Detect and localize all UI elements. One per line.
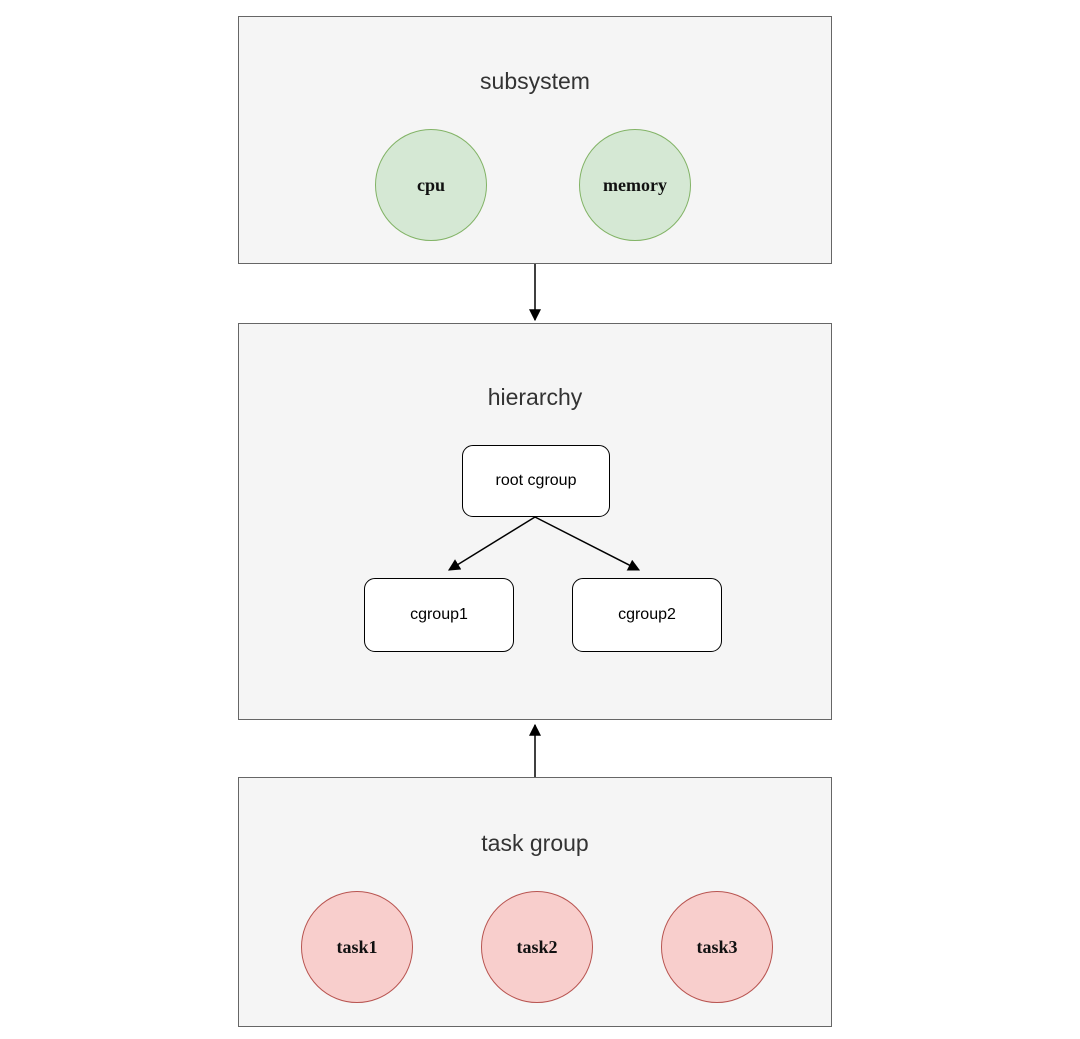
task1-node: task1 bbox=[301, 891, 413, 1003]
hierarchy-section: hierarchy root cgroup cgroup1 cgroup2 bbox=[238, 323, 832, 720]
hierarchy-title: hierarchy bbox=[487, 384, 583, 410]
root-cgroup-node-label: root cgroup bbox=[495, 472, 577, 489]
task1-node-label: task1 bbox=[336, 936, 378, 957]
task3-node-label: task3 bbox=[696, 936, 738, 957]
cgroup2-node: cgroup2 bbox=[572, 578, 722, 652]
cpu-node-label: cpu bbox=[416, 174, 445, 195]
subsystem-title: subsystem bbox=[480, 68, 590, 94]
cgroup2-node-label: cgroup2 bbox=[618, 606, 676, 623]
task-group-title: task group bbox=[481, 830, 589, 856]
task3-node: task3 bbox=[661, 891, 773, 1003]
subsystem-section: subsystem cpu memory bbox=[238, 16, 832, 264]
memory-node-label: memory bbox=[603, 174, 667, 195]
cgroup1-node-label: cgroup1 bbox=[410, 606, 468, 623]
cgroup1-node: cgroup1 bbox=[364, 578, 514, 652]
task2-node-label: task2 bbox=[516, 936, 558, 957]
root-cgroup-node: root cgroup bbox=[462, 445, 610, 517]
task2-node: task2 bbox=[481, 891, 593, 1003]
cpu-node: cpu bbox=[375, 129, 487, 241]
memory-node: memory bbox=[579, 129, 691, 241]
task-group-section: task group task1 task2 task3 bbox=[238, 777, 832, 1027]
